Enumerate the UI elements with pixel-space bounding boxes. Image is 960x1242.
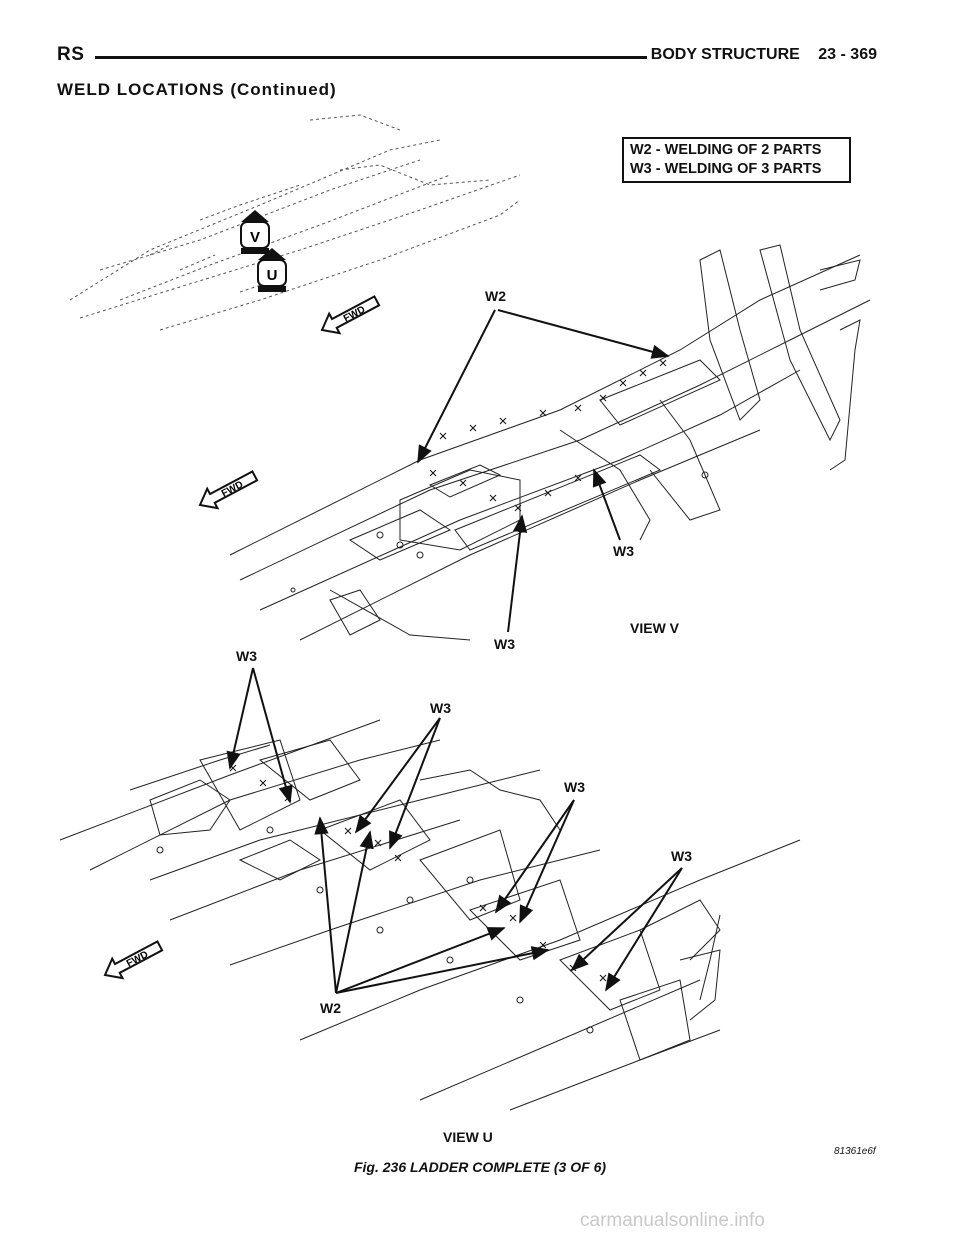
label-w3-view-u-3: W3 xyxy=(564,779,585,795)
header-code: RS xyxy=(57,44,85,65)
fwd-arrow-2: FWD xyxy=(198,470,259,510)
section-title: WELD LOCATIONS (Continued) xyxy=(57,80,337,99)
view-marker-u-text: U xyxy=(267,267,278,284)
fwd-label-3: FWD xyxy=(125,949,150,969)
view-v-weld-marks xyxy=(429,359,667,512)
view-u-weld-marks xyxy=(229,764,607,982)
view-v-leaders xyxy=(417,309,670,633)
label-w3-view-u-2: W3 xyxy=(430,700,451,716)
view-marker-v-text: V xyxy=(250,229,260,246)
fwd-arrow-3: FWD xyxy=(103,940,164,980)
view-marker-u: U xyxy=(257,248,287,292)
overview-sketch xyxy=(69,114,521,331)
view-u-leaders xyxy=(226,667,683,994)
figure-part-code: 81361e6f xyxy=(834,1146,876,1157)
label-view-v: VIEW V xyxy=(630,620,680,636)
figure-caption: Fig. 236 LADDER COMPLETE (3 OF 6) xyxy=(353,1159,607,1175)
header-right: BODY STRUCTURE 23 - 369 xyxy=(651,46,877,64)
fwd-label-1: FWD xyxy=(342,304,367,324)
legend-w2: W2 - WELDING OF 2 PARTS xyxy=(630,142,822,158)
fwd-label-2: FWD xyxy=(220,479,245,499)
label-w2-view-u: W2 xyxy=(320,1000,341,1016)
label-w3-view-u-4: W3 xyxy=(671,848,692,864)
label-w3-view-v-bottom: W3 xyxy=(494,636,515,652)
label-w3-view-v-right: W3 xyxy=(613,543,634,559)
view-marker-v: V xyxy=(240,210,270,254)
watermark: carmanualsonline.info xyxy=(580,1210,765,1231)
header-rule xyxy=(95,56,647,59)
label-w2-view-v: W2 xyxy=(485,288,506,304)
legend-w3: W3 - WELDING OF 3 PARTS xyxy=(630,161,822,177)
fwd-arrow-1: FWD xyxy=(320,295,381,335)
view-v-structure xyxy=(229,244,871,641)
header-page-number: 23 - 369 xyxy=(818,46,877,63)
view-u-structure xyxy=(59,719,801,1111)
page-header: RS BODY STRUCTURE 23 - 369 xyxy=(57,44,877,74)
label-w3-view-u-1: W3 xyxy=(236,648,257,664)
weld-legend: W2 - WELDING OF 2 PARTS W3 - WELDING OF … xyxy=(622,137,851,183)
header-section: BODY STRUCTURE xyxy=(650,46,800,63)
label-view-u: VIEW U xyxy=(443,1129,493,1145)
